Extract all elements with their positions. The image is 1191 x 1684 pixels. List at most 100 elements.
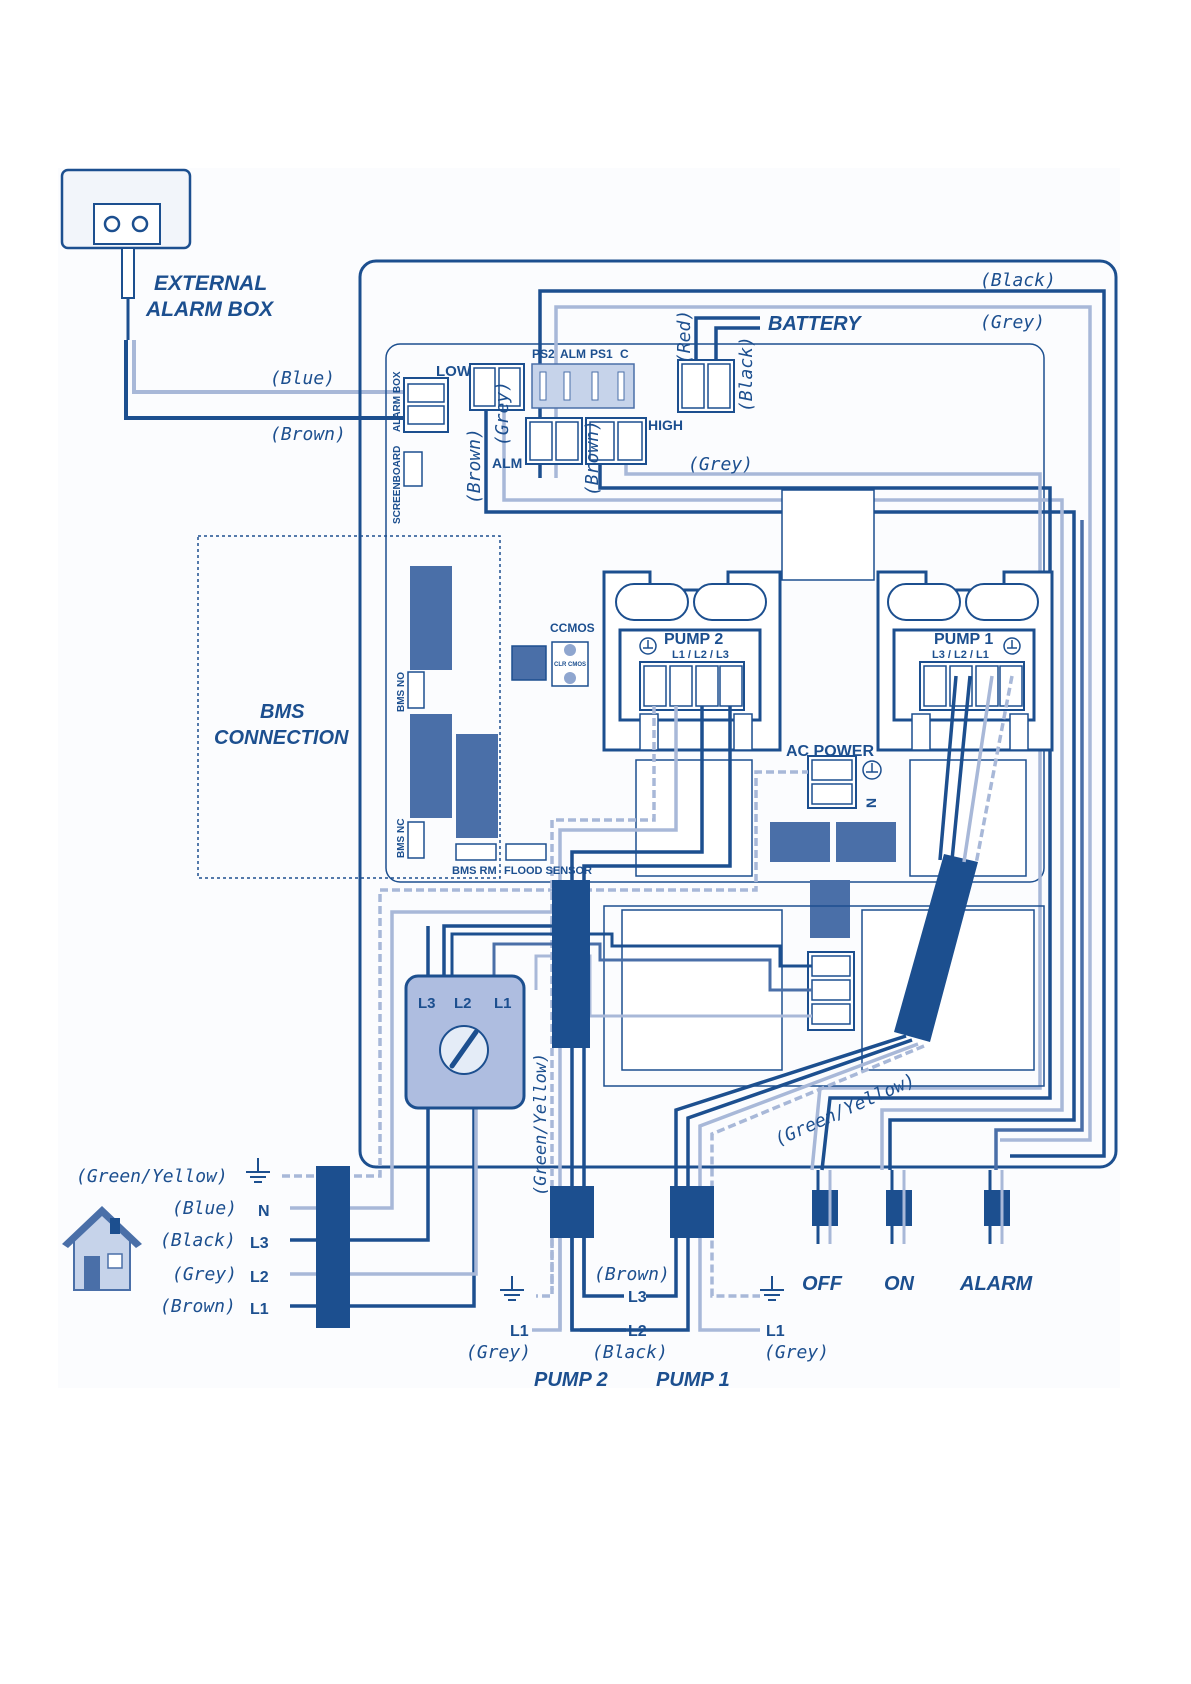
wire-brown-board (484, 378, 1076, 1170)
bms-no-terminal (407, 671, 425, 709)
pump2-out-l3 (582, 1238, 624, 1298)
pump-out-black-label: (Black) (592, 1342, 668, 1363)
switch-to-terminal-2 (492, 942, 812, 992)
mains-grey-label: (Grey) (172, 1264, 237, 1285)
on-gland (886, 1190, 912, 1226)
pump-out-l1-right-label: L1 (766, 1323, 785, 1340)
pump2-cable-sleeve (552, 880, 590, 1048)
wire-alarm-out1 (994, 520, 1084, 1170)
pump1-wire-gy (974, 675, 1014, 865)
switch-l1-label: L1 (494, 995, 512, 1012)
pump1-wire-a (938, 675, 958, 861)
mains-l2-label: L2 (250, 1269, 269, 1286)
top-black-label: (Black) (980, 270, 1056, 291)
clr-cmos-label: CLR CMOS (554, 662, 586, 668)
capacitor-2 (836, 822, 896, 862)
low-label: LOW (436, 363, 472, 380)
bms-no-relay (410, 566, 452, 670)
alm-label: ALM (492, 455, 522, 471)
mains-blue-label: (Blue) (172, 1198, 237, 1219)
ground-icon (760, 1276, 784, 1301)
output-off-label: OFF (802, 1273, 843, 1295)
pump-out-l1-left-label: L1 (510, 1323, 529, 1340)
battery-black-label: (Black) (736, 336, 757, 412)
external-alarm-label-1: EXTERNAL (154, 272, 267, 295)
pump1-board-phases: L3 / L2 / L1 (932, 649, 989, 661)
pump-out-l3-label: L3 (628, 1289, 647, 1306)
output-on-label: ON (884, 1273, 915, 1295)
mains-l3-label: L3 (250, 1235, 269, 1252)
main-enclosure (358, 259, 1118, 1169)
wire-grey-h-label: (Grey) (688, 454, 753, 475)
pump1-wire-c (962, 675, 994, 863)
wire-brown-high-label: (Brown) (582, 420, 603, 496)
screenboard-label: SCREENBOARD (392, 446, 403, 524)
pump2-gland (550, 1186, 594, 1238)
bms-rm-terminal (455, 843, 497, 861)
pump1-out-title: PUMP 1 (656, 1369, 730, 1391)
switch-l2-label: L2 (454, 995, 472, 1012)
pump1-lower-block (909, 759, 1027, 877)
pump-out-l2-label: L2 (628, 1323, 647, 1340)
pump2-wire-ground (550, 706, 656, 1290)
pump-out-grey-right-label: (Grey) (764, 1342, 829, 1363)
pump-out-grey-left-label: (Grey) (466, 1342, 531, 1363)
battery-label: BATTERY (768, 313, 862, 335)
external-alarm-box-device (60, 168, 192, 340)
flood-sensor-label: FLOOD SENSOR (504, 865, 592, 877)
alm-connector (525, 417, 583, 465)
capacitor-1 (770, 822, 830, 862)
house-icon (62, 1206, 142, 1291)
alarm-box-board-label: ALARM BOX (392, 371, 403, 432)
lower-left-block (621, 909, 783, 1071)
alarm-wire-brown (124, 340, 410, 420)
off-gland (812, 1190, 838, 1226)
top-grey-label: (Grey) (980, 312, 1045, 333)
ac-power-label: AC POWER (786, 743, 874, 760)
output-alarm-label: ALARM (959, 1273, 1034, 1295)
mains-black-label: (Black) (160, 1230, 236, 1251)
bms-nc-label: BMS NC (396, 819, 407, 858)
ccmos-label: CCMOS (550, 621, 595, 635)
wire-top-black (538, 289, 1106, 1158)
pump1-cable-sleeve (894, 854, 978, 1042)
pump2-out-l2 (570, 1238, 626, 1332)
pump2-board-title: PUMP 2 (664, 631, 723, 648)
ps2-label: PS2 (532, 347, 555, 361)
mains-cable-gland (316, 1166, 350, 1328)
pump2-out-title: PUMP 2 (534, 1369, 608, 1391)
processor-chip (511, 645, 547, 681)
bms-nc-relay (410, 714, 452, 818)
alarm-wire-blue (132, 340, 410, 394)
screenboard-slot (403, 451, 423, 487)
bms-title-2: CONNECTION (214, 727, 349, 749)
pump-out-brown-label: (Brown) (594, 1264, 670, 1285)
pump1-contactor (876, 570, 1054, 752)
mains-gy-label: (Green/Yellow) (76, 1166, 228, 1187)
bms-nc-terminal (407, 821, 425, 859)
pump1-gland (670, 1186, 714, 1238)
capacitor-3 (810, 880, 850, 938)
mains-wire-l2 (290, 1048, 478, 1276)
wire-brown-v-label: (Brown) (464, 428, 485, 504)
selector-switch[interactable] (404, 974, 526, 1110)
bms-region (197, 535, 501, 879)
alarm-box-connector (403, 377, 449, 433)
pump1-out-ground (710, 1044, 925, 1298)
green-yellow-vertical-label: (Green/Yellow) (531, 1053, 551, 1196)
c-label: C (620, 347, 629, 361)
bms-no-label: BMS NO (396, 672, 407, 712)
wire-battery-red (694, 316, 760, 378)
ground-icon (1003, 637, 1021, 655)
alarm-brown-label: (Brown) (270, 424, 346, 445)
ground-icon (862, 760, 882, 780)
alm-top-label: ALM (560, 347, 586, 361)
pump2-wire-l1 (558, 706, 678, 1330)
ac-power-connector (807, 755, 857, 809)
mains-l1-label: L1 (250, 1301, 269, 1318)
alarm-gland (984, 1190, 1010, 1226)
ps1-label: PS1 (590, 347, 613, 361)
mains-brown-label: (Brown) (160, 1296, 236, 1317)
ground-icon (500, 1276, 524, 1301)
